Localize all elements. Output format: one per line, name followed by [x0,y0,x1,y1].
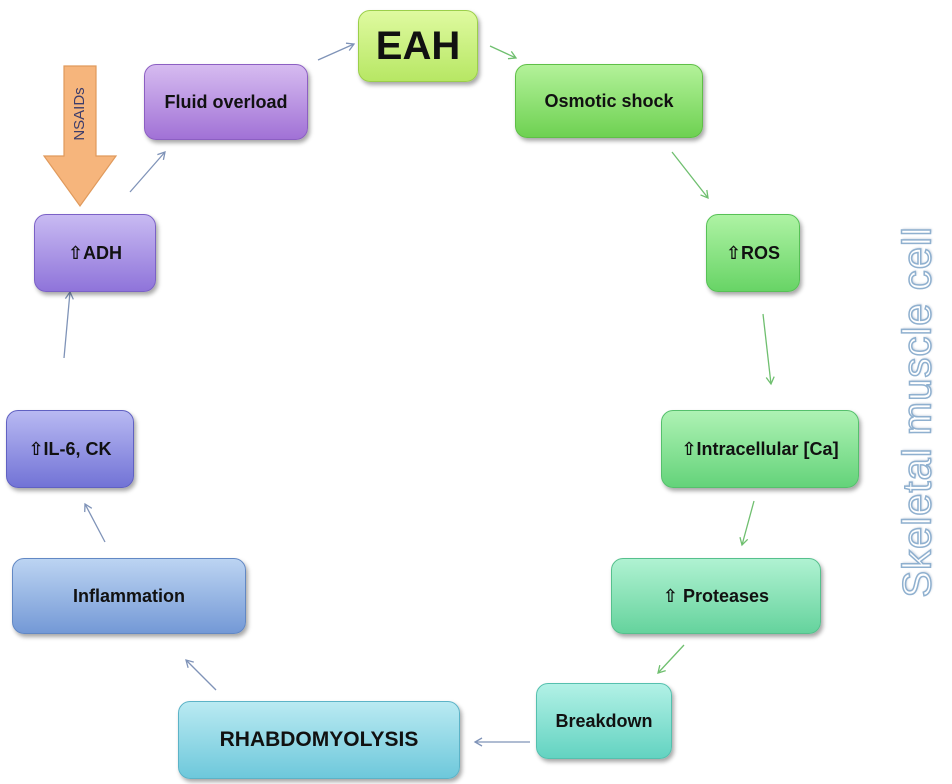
node-ros: ⇧ROS [706,214,800,292]
node-adh-label: ⇧ADH [67,242,123,263]
node-osmotic-shock: Osmotic shock [515,64,703,138]
nsaids-label: NSAIDs [71,87,88,140]
nsaids-down-arrow: NSAIDs [42,65,118,208]
arrow-rhabdo-to-inflammation [185,659,217,691]
node-fluid-overload-label: Fluid overload [164,91,288,112]
arrow-fluid-to-eah [317,42,356,61]
node-proteases-label: ⇧ Proteases [662,585,770,606]
node-ros-label: ⇧ROS [725,242,781,263]
arrow-osmotic-to-ros [671,151,709,200]
node-rhabdomyolysis-label: RHABDOMYOLYSIS [219,728,419,751]
node-il6-ck: ⇧IL-6, CK [6,410,134,488]
node-eah-label: EAH [375,23,461,68]
node-osmotic-shock-label: Osmotic shock [544,90,674,111]
arrow-proteases-to-breakdown [657,644,685,674]
node-fluid-overload: Fluid overload [144,64,308,140]
node-adh: ⇧ADH [34,214,156,292]
node-il6-ck-label: ⇧IL-6, CK [28,438,112,459]
node-breakdown-label: Breakdown [555,710,653,731]
arrow-inflammation-to-il6 [84,502,106,543]
arrow-adh-to-fluid [129,151,166,193]
arrow-ca-to-proteases [739,500,755,547]
node-breakdown: Breakdown [536,683,672,759]
node-intracellular-ca: ⇧Intracellular [Ca] [661,410,859,488]
node-eah: EAH [358,10,478,82]
node-intracellular-ca-label: ⇧Intracellular [Ca] [681,438,839,459]
node-inflammation: Inflammation [12,558,246,634]
node-inflammation-label: Inflammation [72,585,185,606]
arrow-eah-to-osmotic [489,45,518,60]
arrow-il6-to-adh [63,290,74,359]
node-rhabdomyolysis: RHABDOMYOLYSIS [178,701,460,779]
node-proteases: ⇧ Proteases [611,558,821,634]
arrow-ros-to-ca [762,313,775,386]
